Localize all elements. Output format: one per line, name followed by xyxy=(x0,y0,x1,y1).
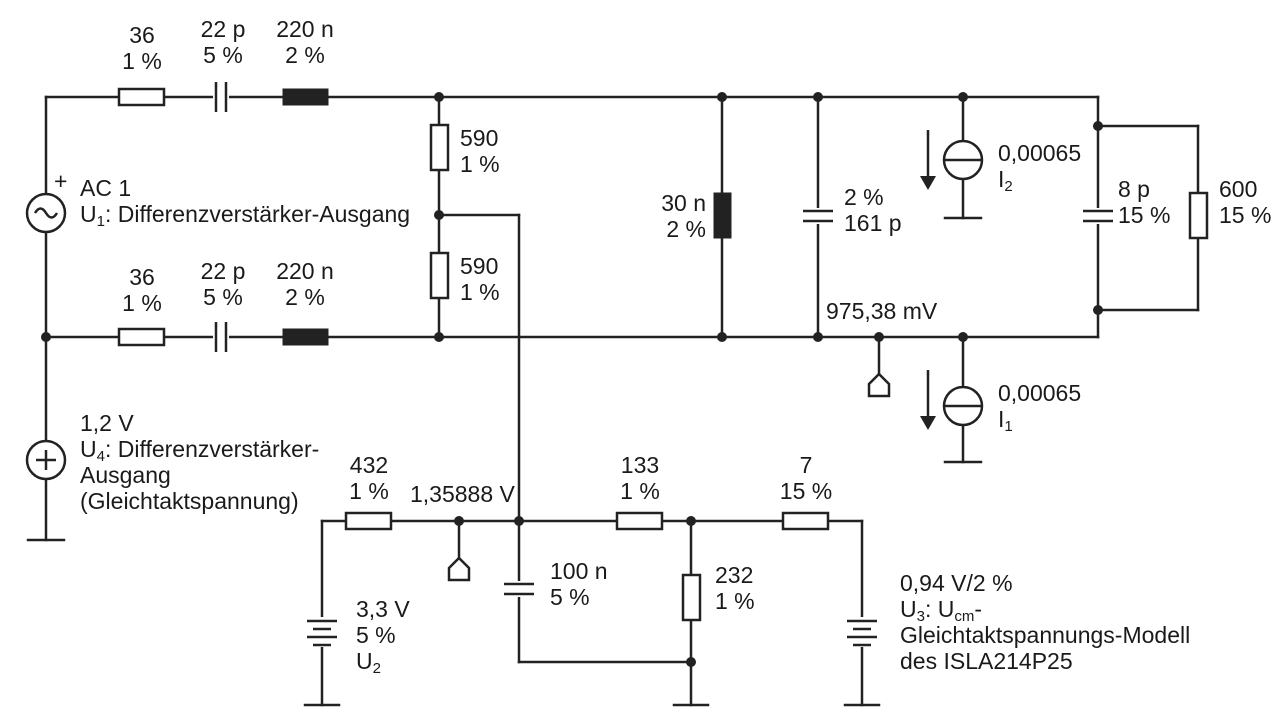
label-probe-voltage: 975,38 mV xyxy=(826,298,938,324)
label-i1: 0,00065 I1 xyxy=(998,380,1082,435)
resistor-432 xyxy=(344,511,393,531)
label-i2: 0,00065 I2 xyxy=(998,140,1082,195)
ac-source-plus: + xyxy=(54,168,68,194)
resistor-divider-590-bottom xyxy=(429,251,450,300)
resistor-133 xyxy=(615,511,664,531)
label-node-voltage: 1,35888 V xyxy=(410,481,515,507)
label-u2: 3,3 V 5 % U2 xyxy=(356,596,410,677)
inductor-30n xyxy=(713,192,732,239)
label-c161p: 2 %161 p xyxy=(844,184,902,236)
resistor-divider-590-top xyxy=(429,123,450,172)
ac-source-u1 xyxy=(25,192,67,234)
label-u3: 0,94 V/2 % U3: Ucm- Gleichtaktspannungs-… xyxy=(900,570,1191,674)
current-source-i1 xyxy=(942,385,984,427)
inductor-bottom-220n xyxy=(282,328,329,346)
resistor-bottom-36 xyxy=(117,327,166,347)
inductor-top-220n xyxy=(282,88,329,106)
resistor-top-36 xyxy=(117,87,166,107)
resistor-232 xyxy=(681,573,702,622)
label-dc-source: 1,2 V U4: Differenzverstärker- Ausgang (… xyxy=(80,410,320,514)
resistor-600 xyxy=(1188,191,1209,240)
junction-dots xyxy=(41,92,1103,667)
voltage-probe-icon xyxy=(447,556,471,582)
dc-source-u4 xyxy=(25,439,67,481)
resistor-7 xyxy=(781,511,830,531)
battery-u2 xyxy=(305,617,339,647)
voltage-probe-icon xyxy=(867,372,891,398)
label-ac-source: AC 1 U1: Differenzverstärker-Ausgang xyxy=(80,175,411,230)
arrow-down-icon xyxy=(920,370,936,430)
battery-u3 xyxy=(845,617,879,647)
components xyxy=(117,82,1209,647)
current-source-i2 xyxy=(942,139,984,181)
arrow-down-icon xyxy=(920,130,936,190)
